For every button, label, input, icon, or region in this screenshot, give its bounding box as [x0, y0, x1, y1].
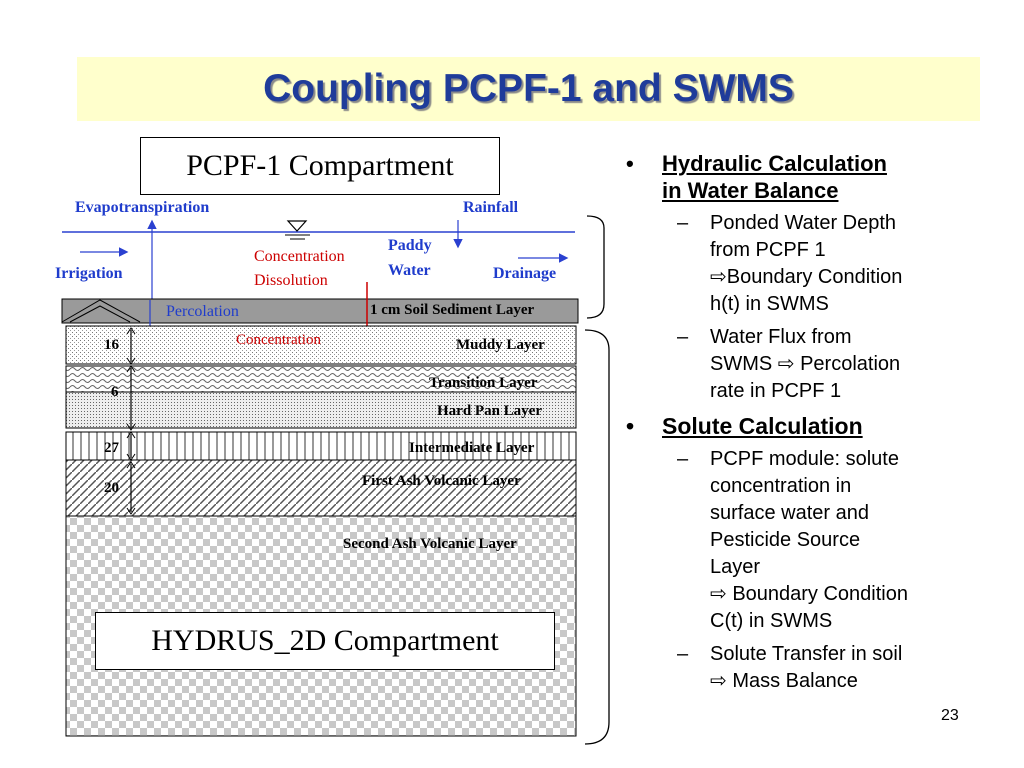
text-line: C(t) in SWMS	[710, 610, 833, 632]
muddy-layer-label: Muddy Layer	[456, 337, 545, 353]
depth-transition: 6	[111, 384, 119, 400]
text-line: Pesticide Source	[710, 529, 861, 551]
text-line: SWMS ⇨ Percolation	[710, 353, 901, 375]
concentration-dissolution-label-1: Concentration	[254, 248, 345, 265]
irrigation-label: Irrigation	[55, 265, 123, 282]
text-line: Layer	[710, 556, 761, 578]
slide-title: Coupling PCPF-1 and SWMS	[263, 67, 794, 110]
text-line: surface water and	[710, 502, 869, 524]
text-line: ⇨Boundary Condition	[710, 266, 903, 288]
depth-intermediate: 27	[104, 440, 119, 456]
second-ash-layer-label: Second Ash Volcanic Layer	[343, 536, 517, 552]
sub-bullet-flux: – Water Flux from SWMS ⇨ Percolation rat…	[620, 324, 965, 405]
text-line: Water Flux from	[710, 326, 852, 348]
rainfall-label: Rainfall	[463, 199, 519, 216]
intermediate-layer-label: Intermediate Layer	[409, 440, 535, 456]
bullet-solute: • Solute Calculation	[620, 413, 965, 440]
sub-bullet-pcpf-module: – PCPF module: solute concentration in s…	[620, 446, 965, 635]
first-ash-layer-label: First Ash Volcanic Layer	[362, 473, 521, 489]
hydraulic-heading-line-1: Hydraulic Calculation	[662, 151, 887, 176]
text-line: from PCPF 1	[710, 239, 826, 261]
page-number: 23	[941, 707, 959, 724]
transition-layer-label: Transition Layer	[429, 375, 538, 391]
sediment-layer-label: 1 cm Soil Sediment Layer	[370, 302, 535, 318]
paddy-water-label-2: Water	[388, 262, 431, 279]
evapotranspiration-label: Evapotranspiration	[75, 199, 210, 216]
paddy-water-label-1: Paddy	[388, 237, 432, 254]
drainage-label: Drainage	[493, 265, 557, 282]
depth-first-ash: 20	[104, 480, 119, 496]
text-line: ⇨ Boundary Condition	[710, 583, 908, 605]
text-line: Solute Transfer in soil	[710, 643, 903, 665]
hard-pan-layer-label: Hard Pan Layer	[437, 403, 542, 419]
pcpf-compartment-label: PCPF-1 Compartment	[140, 137, 500, 195]
text-line: PCPF module: solute	[710, 448, 899, 470]
depth-muddy: 16	[104, 337, 119, 353]
text-line: ⇨ Mass Balance	[710, 670, 858, 692]
text-line: concentration in	[710, 475, 852, 497]
sub-bullet-ponded: – Ponded Water Depth from PCPF 1 ⇨Bounda…	[620, 210, 965, 318]
percolation-label: Percolation	[166, 303, 239, 320]
bullet-hydraulic: • Hydraulic Calculation in Water Balance	[620, 150, 965, 204]
hydrus-compartment-label: HYDRUS_2D Compartment	[95, 612, 555, 670]
bullet-list: • Hydraulic Calculation in Water Balance…	[620, 150, 965, 695]
hydraulic-heading-line-2: in Water Balance	[662, 178, 839, 203]
title-band: Coupling PCPF-1 and SWMS	[77, 57, 980, 121]
text-line: h(t) in SWMS	[710, 293, 829, 315]
solute-heading: Solute Calculation	[662, 413, 863, 439]
concentration-label: Concentration	[236, 332, 321, 348]
concentration-dissolution-label-2: Dissolution	[254, 272, 328, 289]
sub-bullet-solute-transfer: – Solute Transfer in soil ⇨ Mass Balance	[620, 641, 965, 695]
text-line: Ponded Water Depth	[710, 212, 897, 234]
text-line: rate in PCPF 1	[710, 380, 842, 402]
